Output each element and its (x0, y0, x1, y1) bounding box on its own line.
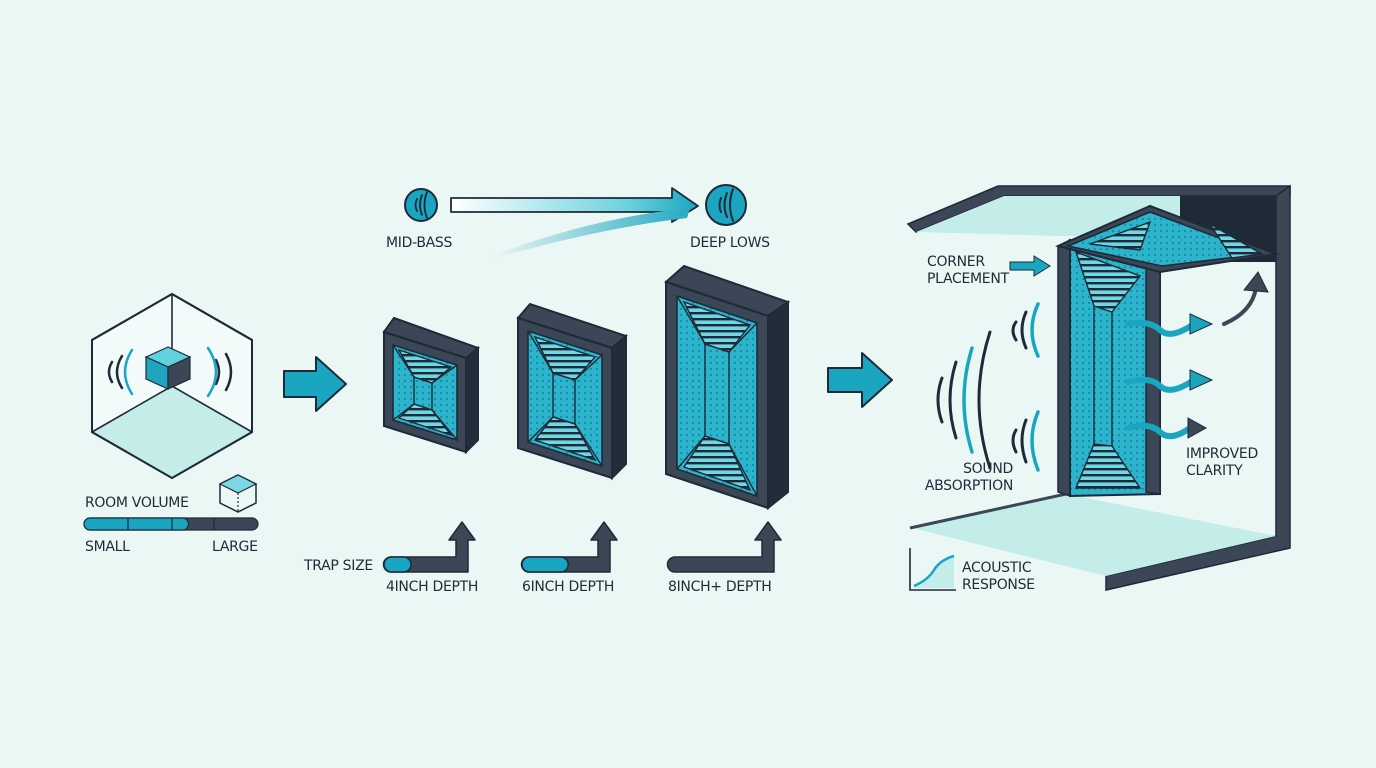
room-volume-label: ROOM VOLUME (85, 495, 189, 511)
small-label: SMALL (85, 539, 130, 555)
trap-panel-8inch (664, 264, 791, 511)
mid-bass-label: MID-BASS (386, 235, 453, 251)
arrow-up-icon (1222, 271, 1269, 326)
acoustic-response-label: ACOUSTIC RESPONSE (962, 560, 1035, 593)
trap-panel-6inch (516, 302, 628, 481)
room-corner-scene (906, 184, 1291, 591)
response-graph-icon (909, 548, 956, 591)
large-label: LARGE (212, 539, 258, 555)
room-volume-slider (83, 517, 259, 531)
trap-size-bar-4inch (382, 521, 476, 573)
arrow-right-icon (283, 356, 347, 412)
sound-wave-icon (936, 302, 1040, 472)
trap-size-bar-8inch (666, 521, 782, 573)
trap-size-label: TRAP SIZE (304, 558, 373, 574)
sound-absorption-label: SOUND ABSORPTION (924, 461, 1013, 494)
sound-wave-icon (107, 346, 233, 398)
cube-icon (218, 474, 258, 513)
arrow-right-icon (1009, 255, 1051, 277)
depth-4inch-label: 4INCH DEPTH (386, 579, 479, 595)
mid-bass-icon (404, 188, 438, 222)
deep-lows-label: DEEP LOWS (690, 235, 770, 251)
deep-lows-icon (705, 184, 747, 226)
room-cube-icon (91, 292, 253, 480)
improved-clarity-label: IMPROVED CLARITY (1186, 446, 1258, 479)
arrow-right-icon (827, 352, 893, 408)
trap-panel-4inch (382, 316, 480, 455)
depth-8inch-label: 8INCH+ DEPTH (668, 579, 772, 595)
depth-6inch-label: 6INCH DEPTH (522, 579, 615, 595)
curve-arrow-icon (1125, 313, 1214, 440)
corner-placement-label: CORNER PLACEMENT (927, 254, 1009, 287)
trap-size-bar-6inch (520, 521, 618, 573)
frequency-arrow (450, 187, 699, 258)
